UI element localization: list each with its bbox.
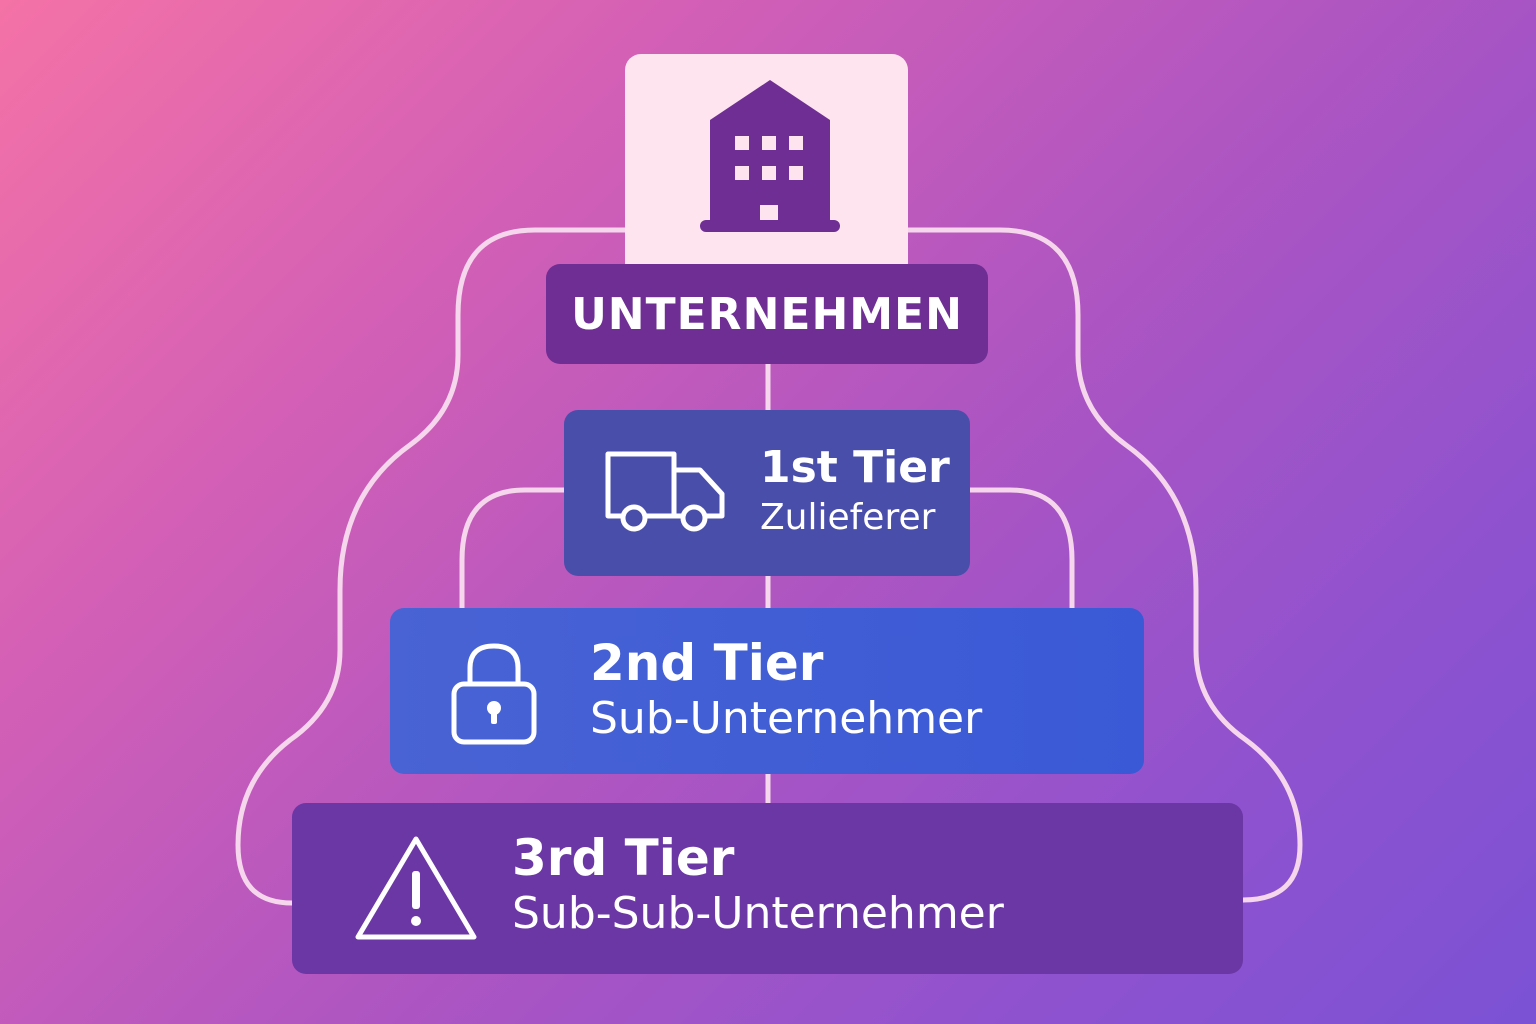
lock-icon [451, 643, 537, 745]
warning-icon [355, 836, 477, 940]
tier-2-box: 2nd Tier Sub-Unternehmer [390, 608, 1144, 774]
company-card [625, 54, 908, 284]
tier-1-title: 1st Tier [760, 442, 950, 493]
truck-icon [605, 451, 725, 532]
tier-1-box: 1st Tier Zulieferer [564, 410, 970, 576]
tier-3-box: 3rd Tier Sub-Sub-Unternehmer [292, 803, 1243, 974]
tier-2-subtitle: Sub-Unternehmer [590, 693, 983, 744]
tier-2-title: 2nd Tier [590, 634, 824, 692]
company-label: UNTERNEHMEN [546, 264, 988, 364]
tier-1-subtitle: Zulieferer [760, 497, 936, 539]
tier-3-subtitle: Sub-Sub-Unternehmer [512, 888, 1004, 939]
building-icon [700, 80, 840, 232]
tier-3-title: 3rd Tier [512, 829, 735, 887]
